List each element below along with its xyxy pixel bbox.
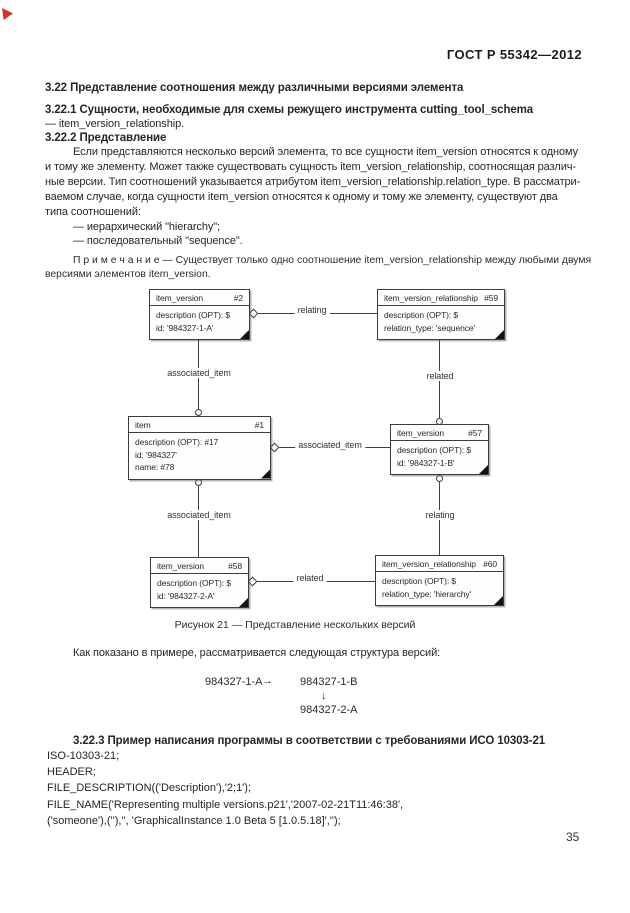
arrow-right-icon: → — [262, 675, 273, 687]
code-line: HEADER; — [47, 766, 96, 779]
version-984327-1-A: 984327-1-A — [205, 676, 263, 688]
entity-number: #57 — [468, 428, 482, 438]
corner-fold-icon — [495, 330, 504, 339]
code-line: ('someone'),(''),'', 'GraphicalInstance … — [47, 814, 341, 827]
entity-attr: relation_type: 'hierarchy' — [382, 588, 471, 599]
edge-label: relating — [294, 305, 330, 315]
code-line: FILE_NAME('Representing multiple version… — [47, 798, 404, 811]
code-line: ISO-10303-21; — [47, 750, 120, 762]
section-3-22-3-heading: 3.22.3 Пример написания программы в соот… — [73, 735, 546, 747]
note-line: версиями элементов item_version. — [45, 268, 211, 280]
corner-fold-icon — [261, 469, 270, 479]
edge-label: relating — [422, 510, 458, 520]
aggregation-diamond — [247, 576, 258, 587]
entity-box-item-version-relationship-59: item_version_relationship #59 description… — [377, 289, 505, 340]
entity-attr: id: '984327-1-B' — [397, 457, 455, 468]
paragraph-representation: Если представляются несколько версий эле… — [45, 145, 580, 220]
version-984327-2-A: 984327-2-A — [300, 704, 358, 716]
entity-attr: description (OPT): #17 — [135, 437, 219, 447]
corner-fold-icon — [494, 596, 503, 605]
entity-box-item-version-relationship-60: item_version_relationship #60 description… — [375, 555, 504, 606]
red-corner-mark — [2, 8, 13, 20]
entity-box-item-version-2: item_version #2 description (OPT): $ id: … — [149, 289, 250, 340]
note-block: П р и м е ч а н и е — Существует только … — [45, 254, 591, 281]
entity-box-item-version-58: item_version #58 description (OPT): $ id:… — [150, 557, 249, 608]
relation-type-list: — иерархический "hierarchy"; — последова… — [45, 220, 243, 248]
entity-attr: description (OPT): $ — [157, 578, 232, 588]
entity-attr: description (OPT): $ — [156, 310, 231, 320]
list-item-hierarchy: — иерархический "hierarchy"; — [73, 221, 221, 233]
section-3-22-heading: 3.22 Представление соотношения между раз… — [45, 82, 464, 94]
paragraph-line: типа соотношений: — [45, 206, 141, 218]
entity-number: #2 — [233, 293, 243, 303]
entity-attr: id: '984327-1-A' — [156, 322, 214, 333]
note-line: П р и м е ч а н и е — Существует только … — [73, 255, 592, 266]
entity-number: #59 — [484, 293, 498, 303]
corner-fold-icon — [479, 465, 488, 474]
entity-title: item_version_relationship — [382, 559, 476, 569]
connector-circle — [195, 409, 202, 416]
entity-number: #1 — [254, 420, 264, 430]
entity-attr: description (OPT): $ — [397, 445, 472, 455]
aggregation-diamond — [248, 308, 259, 319]
page-number: 35 — [566, 830, 580, 844]
entity-box-item-1: item #1 description (OPT): #17 id: '98432… — [128, 416, 271, 480]
paragraph-line: ные версии. Тип соотношений указывается … — [45, 176, 581, 188]
example-intro: Как показано в примере, рассматривается … — [73, 647, 441, 659]
entity-title: item — [135, 420, 151, 430]
edge-label: associated_item — [164, 510, 234, 520]
section-3-22-2-heading: 3.22.2 Представление — [45, 132, 167, 144]
edge-label: related — [293, 573, 327, 583]
entity-title: item_version_relationship — [384, 293, 478, 303]
entity-attr: id: '984327-2-A' — [157, 590, 215, 601]
entity-box-item-version-57: item_version #57 description (OPT): $ id:… — [390, 424, 489, 475]
corner-fold-icon — [239, 598, 248, 607]
entity-number: #60 — [483, 559, 497, 569]
entity-attr: relation_type: 'sequence' — [384, 322, 476, 333]
entity-title: item_version — [397, 428, 444, 438]
list-item-sequence: — последовательный "sequence". — [73, 235, 243, 247]
entity-attr: name: #78 — [135, 462, 175, 472]
entity-attr: id: '984327' — [135, 449, 177, 460]
aggregation-diamond — [269, 442, 280, 453]
arrow-down-icon: ↓ — [321, 690, 327, 702]
figure-caption: Рисунок 21 — Представление нескольких ве… — [174, 619, 416, 631]
connector-circle — [436, 475, 443, 482]
section-3-22-1-heading: 3.22.1 Сущности, необходимые для схемы р… — [45, 104, 534, 116]
version-984327-1-B: 984327-1-B — [300, 676, 358, 688]
code-line: FILE_DESCRIPTION(('Description'),'2;1'); — [47, 782, 251, 795]
entity-attr: description (OPT): $ — [384, 310, 459, 320]
paragraph-line: Если представляются несколько версий эле… — [73, 146, 579, 158]
page-header: ГОСТ Р 55342—2012 — [446, 47, 582, 62]
edge-label: related — [423, 371, 457, 381]
entity-title: item_version — [156, 293, 203, 303]
paragraph-line: и тому же элементу. Может также существо… — [45, 161, 576, 173]
entity-number: #58 — [228, 561, 242, 571]
paragraph-line: ваемом случае, когда сущности item_versi… — [45, 191, 558, 203]
code-block: ISO-10303-21; HEADER; FILE_DESCRIPTION((… — [47, 748, 403, 829]
connector-circle — [195, 479, 202, 486]
entity-attr: description (OPT): $ — [382, 576, 457, 586]
edge-related-right — [439, 338, 440, 424]
edge-label: associated_item — [295, 440, 365, 450]
edge-label: associated_item — [164, 368, 234, 378]
entity-list-item: — item_version_relationship. — [45, 118, 185, 130]
corner-fold-icon — [240, 330, 249, 339]
entity-title: item_version — [157, 561, 204, 571]
